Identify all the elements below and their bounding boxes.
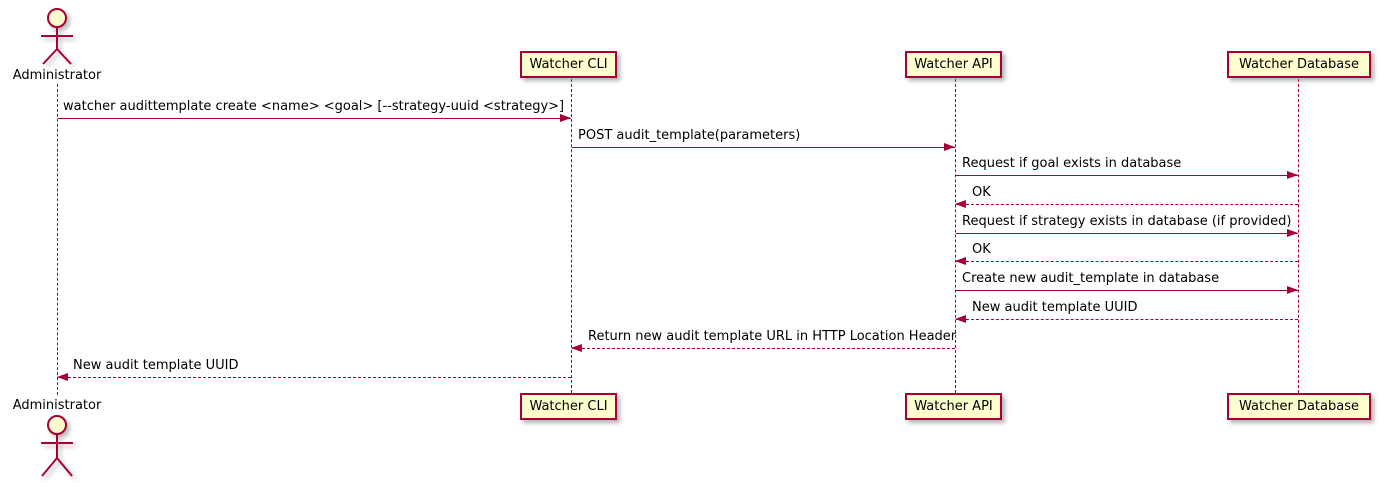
actor-administrator-bottom-label: Administrator <box>12 398 102 413</box>
message-8-label: New audit template UUID <box>972 300 1138 315</box>
arrowhead-right-icon <box>560 114 571 122</box>
arrowhead-right-icon <box>1287 171 1298 179</box>
message-1-line <box>58 118 571 119</box>
arrowhead-right-icon <box>1287 229 1298 237</box>
message-4-line <box>956 204 1298 205</box>
message-4-label: OK <box>972 185 991 200</box>
lifeline-watcher-cli <box>571 79 572 393</box>
actor-administrator-top-icon <box>41 8 73 65</box>
lifeline-watcher-database <box>1298 79 1299 393</box>
arrowhead-left-icon <box>955 315 966 323</box>
participant-box-watcher-database-bottom: Watcher Database <box>1227 393 1371 420</box>
message-10-label: New audit template UUID <box>73 358 239 373</box>
message-9-line <box>572 348 955 349</box>
participant-box-watcher-api-top: Watcher API <box>905 51 1002 78</box>
message-10-line <box>58 377 571 378</box>
participant-box-watcher-api-bottom: Watcher API <box>905 393 1002 420</box>
message-3-label: Request if goal exists in database <box>962 156 1182 171</box>
lifeline-administrator <box>57 84 58 395</box>
message-1-label: watcher audittemplate create <name> <goa… <box>63 99 565 114</box>
actor-administrator-bottom-icon <box>41 415 73 477</box>
message-7-label: Create new audit_template in database <box>962 271 1220 286</box>
message-5-line <box>956 233 1298 234</box>
message-3-line <box>956 175 1298 176</box>
message-2-label: POST audit_template(parameters) <box>578 128 801 143</box>
message-6-line <box>956 261 1298 262</box>
participant-box-watcher-cli-top: Watcher CLI <box>520 51 617 78</box>
actor-administrator-top-label: Administrator <box>12 68 102 83</box>
message-6-label: OK <box>972 242 991 257</box>
arrowhead-left-icon <box>571 344 582 352</box>
arrowhead-left-icon <box>955 200 966 208</box>
arrowhead-left-icon <box>57 373 68 381</box>
arrowhead-right-icon <box>944 143 955 151</box>
arrowhead-left-icon <box>955 257 966 265</box>
participant-box-watcher-database-top: Watcher Database <box>1227 51 1371 78</box>
arrowhead-right-icon <box>1287 286 1298 294</box>
participant-box-watcher-cli-bottom: Watcher CLI <box>520 393 617 420</box>
message-8-line <box>956 319 1298 320</box>
message-7-line <box>956 290 1298 291</box>
lifeline-watcher-api <box>955 79 956 393</box>
message-2-line <box>572 147 955 148</box>
message-5-label: Request if strategy exists in database (… <box>962 214 1292 229</box>
message-9-label: Return new audit template URL in HTTP Lo… <box>588 329 957 344</box>
